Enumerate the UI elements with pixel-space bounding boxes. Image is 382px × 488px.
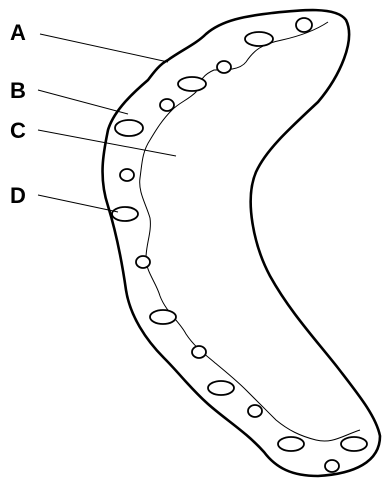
label-d: D bbox=[10, 183, 26, 208]
label-b: B bbox=[10, 78, 26, 103]
label-c: C bbox=[10, 118, 26, 143]
pore-oval bbox=[160, 99, 174, 111]
label-a: A bbox=[10, 20, 26, 45]
pore-oval bbox=[150, 310, 176, 324]
pore-oval bbox=[178, 77, 206, 91]
outer-boundary bbox=[103, 10, 380, 476]
leader-line-a bbox=[40, 34, 168, 62]
pore-oval bbox=[341, 437, 367, 451]
pore-oval bbox=[192, 346, 206, 358]
pore-oval bbox=[120, 169, 134, 181]
pore-oval bbox=[296, 18, 312, 32]
pore-oval bbox=[208, 381, 234, 395]
pore-oval bbox=[136, 256, 150, 268]
pore-oval bbox=[245, 32, 273, 46]
pore-oval bbox=[248, 405, 262, 417]
pore-oval bbox=[217, 61, 231, 73]
leader-line-b bbox=[38, 90, 128, 114]
inner-boundary-line bbox=[140, 22, 360, 441]
pore-oval bbox=[278, 437, 304, 451]
pore-oval bbox=[325, 460, 339, 472]
pore-oval bbox=[115, 120, 143, 136]
pore-oval bbox=[112, 207, 138, 221]
